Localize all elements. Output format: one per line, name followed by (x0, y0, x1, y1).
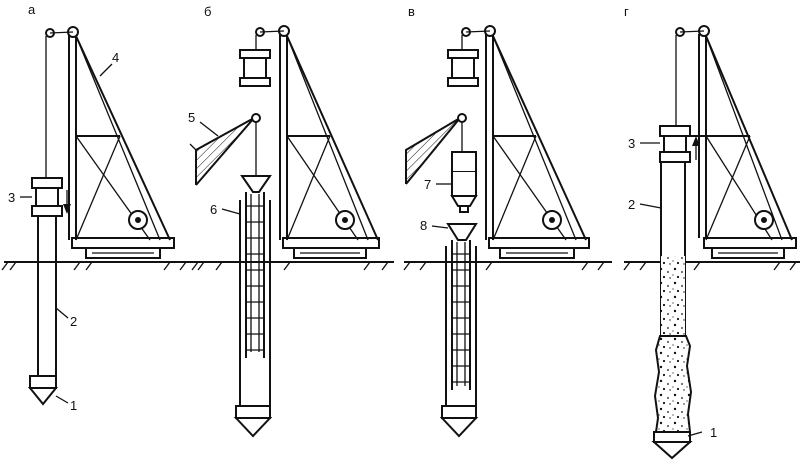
callout-b-6: 6 (210, 202, 217, 217)
ground-line (197, 261, 394, 271)
callout-d-3: 3 (628, 136, 635, 151)
panel-d: 1 2 3 (623, 25, 800, 460)
auxiliary-jib (189, 113, 261, 186)
concrete-bucket (450, 151, 478, 213)
casing-tube (233, 200, 273, 438)
callouts-d: 1 2 3 (628, 136, 717, 440)
reinforcement-cage (451, 240, 471, 390)
callout-b-5: 5 (188, 110, 195, 125)
ground-line (403, 261, 612, 271)
pile-driver-rig (45, 26, 175, 259)
callout-a-2: 2 (70, 314, 77, 329)
ground-line (1, 261, 200, 271)
up-arrow-icon (692, 136, 700, 160)
panel-a: 1 2 3 4 (1, 26, 200, 413)
concrete-pile (651, 256, 693, 460)
callout-d-2: 2 (628, 197, 635, 212)
hammer (447, 49, 479, 87)
pile-driver-rig (461, 25, 590, 259)
callout-a-4: 4 (112, 50, 119, 65)
panel-letter-d: г (624, 4, 629, 19)
callout-c-7: 7 (424, 177, 431, 192)
callout-c-8: 8 (420, 218, 427, 233)
casing-tube (439, 246, 479, 438)
funnel (240, 175, 272, 193)
callouts-c: 7 8 (420, 177, 452, 233)
hammer (239, 49, 271, 87)
panel-letter-b: б (204, 4, 211, 19)
hammer (31, 177, 63, 217)
pile-driver-rig (255, 25, 380, 259)
callout-d-1: 1 (710, 425, 717, 440)
panel-c: 7 8 (403, 25, 612, 438)
auxiliary-jib (405, 113, 467, 185)
funnel (446, 223, 478, 241)
casing-tube (27, 216, 59, 406)
hammer (659, 125, 691, 163)
callouts-a: 1 2 3 4 (8, 50, 119, 413)
panel-letter-a: а (28, 2, 36, 17)
down-arrow-icon (63, 190, 71, 214)
panel-b: 5 6 (188, 25, 394, 438)
callout-a-3: 3 (8, 190, 15, 205)
reinforcement-cage (245, 192, 265, 358)
panel-letter-c: в (408, 4, 415, 19)
pile-driver-rig (675, 25, 797, 259)
callouts-b: 5 6 (188, 110, 241, 217)
callout-a-1: 1 (70, 398, 77, 413)
ground-line (623, 261, 800, 271)
